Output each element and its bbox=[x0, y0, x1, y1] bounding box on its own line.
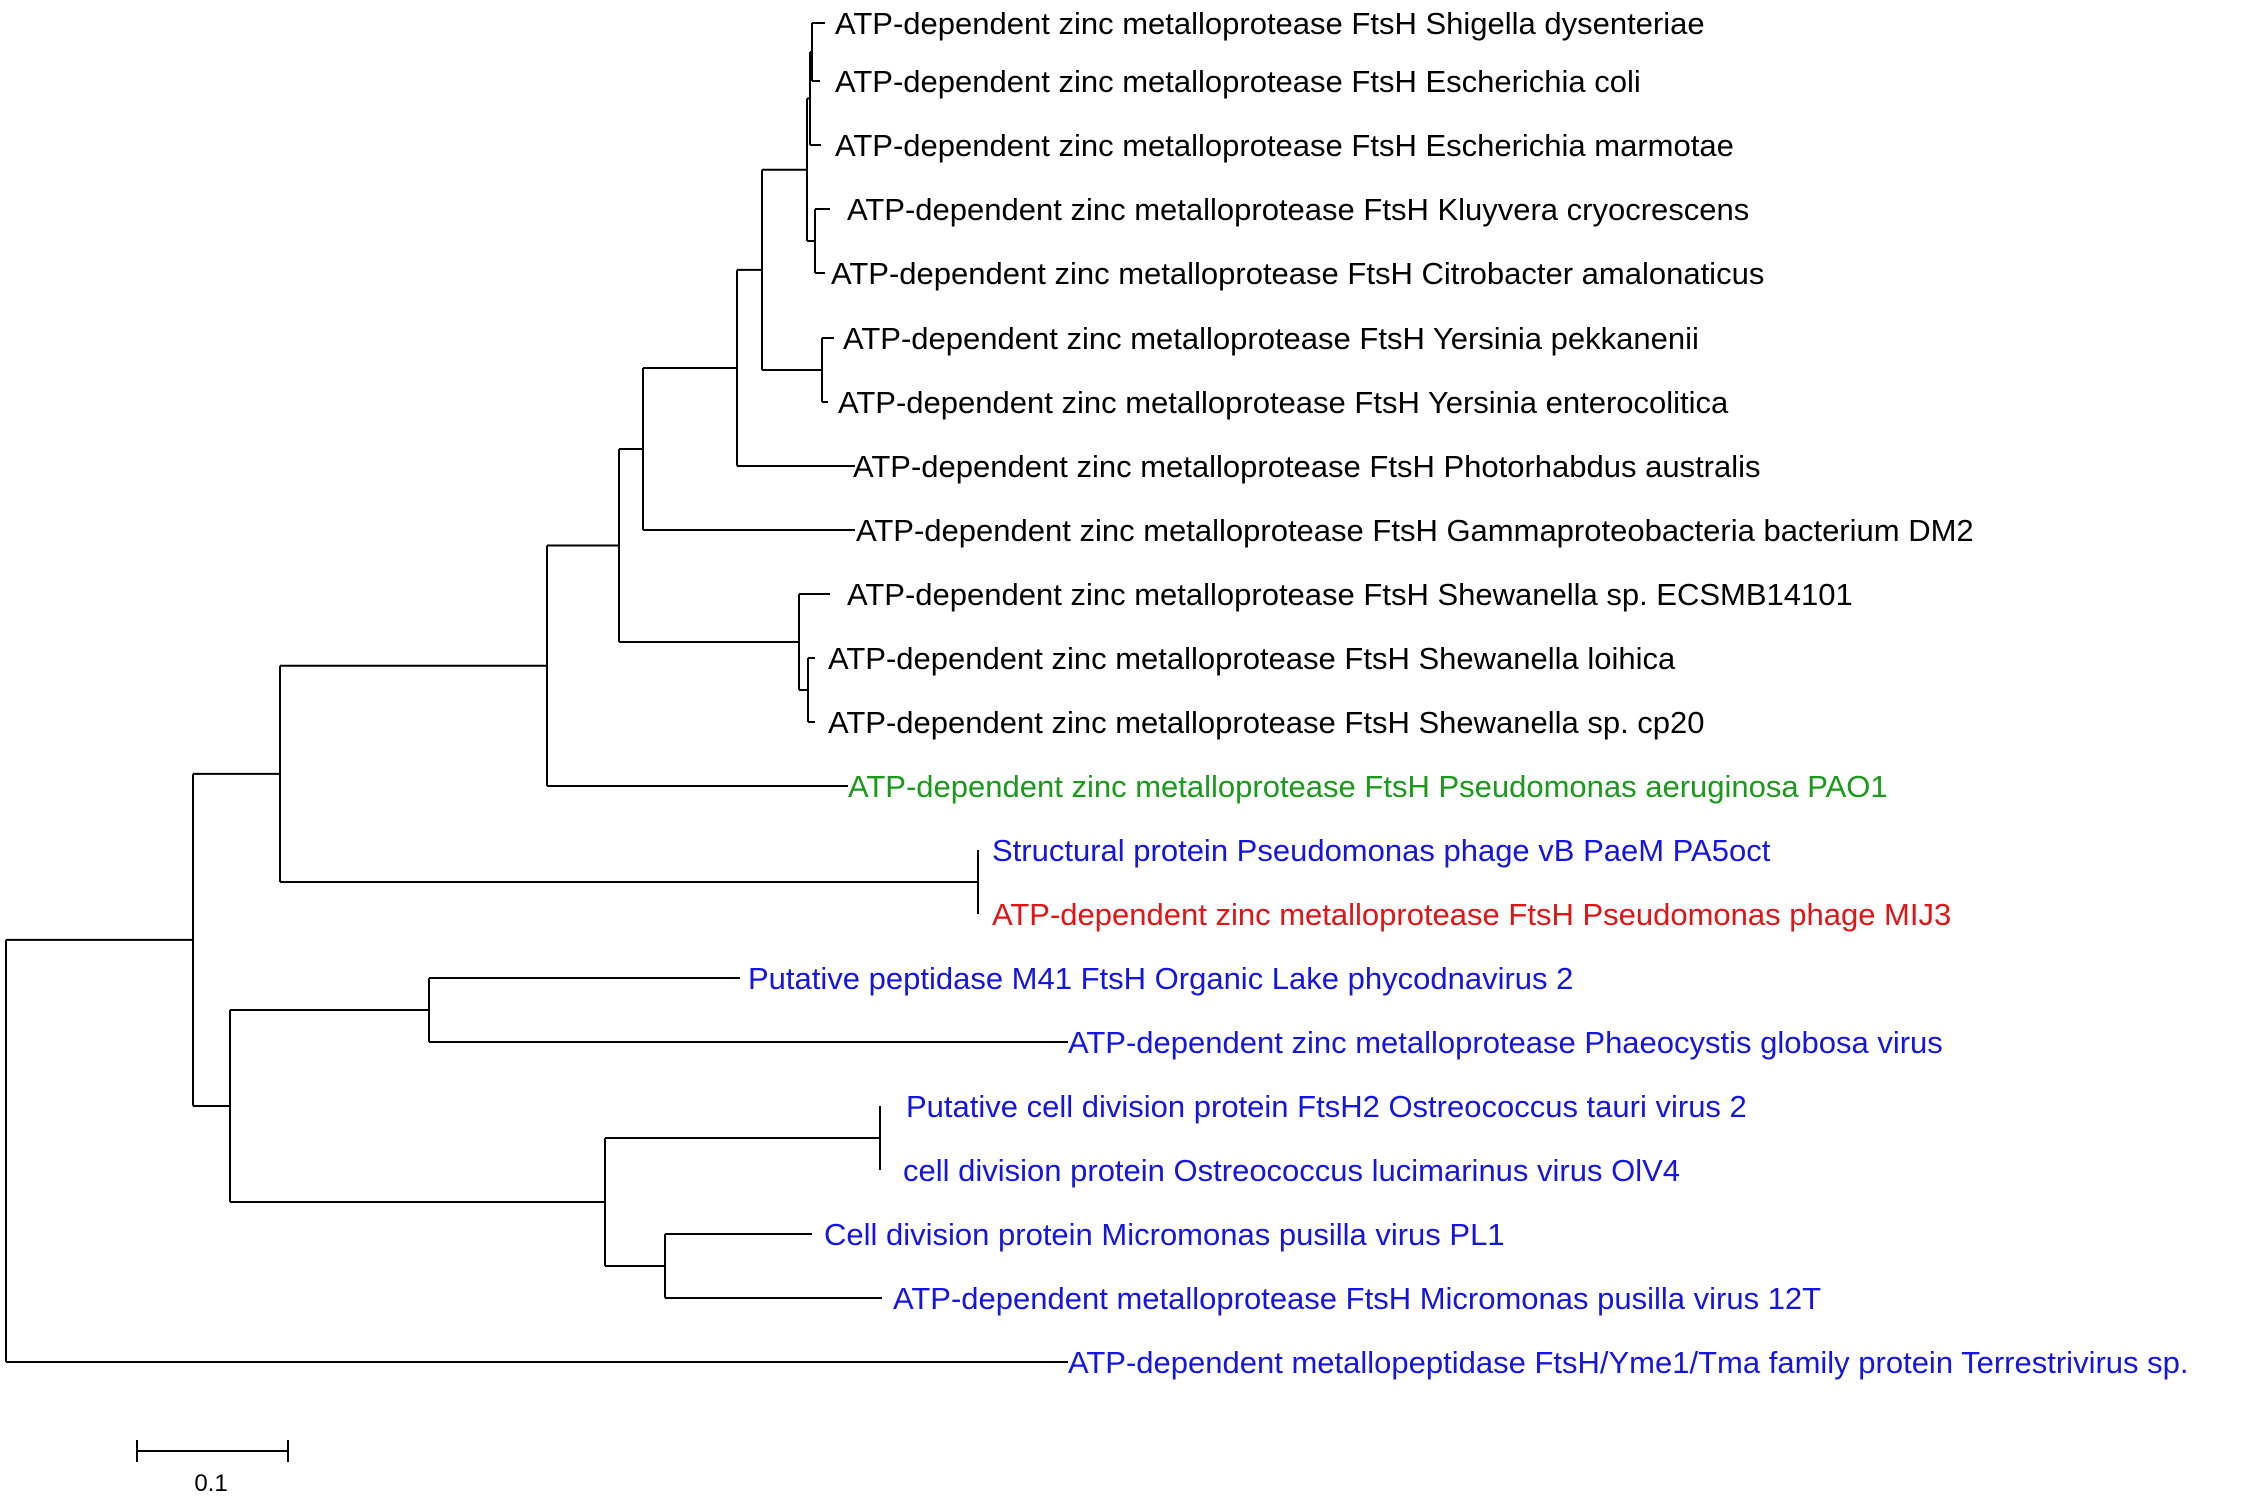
tree-branches bbox=[5, 22, 1068, 1363]
leaf-label: Structural protein Pseudomonas phage vB … bbox=[992, 833, 1771, 868]
leaf-label: cell division protein Ostreococcus lucim… bbox=[903, 1153, 1680, 1188]
leaf-label: ATP-dependent zinc metalloprotease FtsH … bbox=[847, 577, 1853, 612]
leaf-label: ATP-dependent zinc metalloprotease FtsH … bbox=[853, 449, 1761, 484]
leaf-label: ATP-dependent zinc metalloprotease FtsH … bbox=[828, 705, 1705, 740]
leaf-label: ATP-dependent metalloprotease FtsH Micro… bbox=[893, 1281, 1821, 1316]
leaf-label: ATP-dependent metallopeptidase FtsH/Yme1… bbox=[1068, 1345, 2188, 1380]
leaf-label: Cell division protein Micromonas pusilla… bbox=[824, 1217, 1505, 1252]
leaf-labels: ATP-dependent zinc metalloprotease FtsH … bbox=[748, 6, 2188, 1380]
leaf-label: ATP-dependent zinc metalloprotease FtsH … bbox=[835, 64, 1641, 99]
leaf-label: Putative peptidase M41 FtsH Organic Lake… bbox=[748, 961, 1573, 996]
leaf-label: ATP-dependent zinc metalloprotease FtsH … bbox=[847, 192, 1749, 227]
leaf-label: ATP-dependent zinc metalloprotease Phaeo… bbox=[1068, 1025, 1943, 1060]
leaf-label: ATP-dependent zinc metalloprotease FtsH … bbox=[828, 641, 1676, 676]
leaf-label: ATP-dependent zinc metalloprotease FtsH … bbox=[838, 385, 1729, 420]
scale-bar-label: 0.1 bbox=[194, 1470, 227, 1497]
leaf-label: ATP-dependent zinc metalloprotease FtsH … bbox=[992, 897, 1951, 932]
leaf-label: ATP-dependent zinc metalloprotease FtsH … bbox=[831, 256, 1764, 291]
scale-bar: 0.1 bbox=[136, 1440, 289, 1497]
leaf-label: ATP-dependent zinc metalloprotease FtsH … bbox=[848, 769, 1888, 804]
leaf-label: ATP-dependent zinc metalloprotease FtsH … bbox=[835, 128, 1734, 163]
leaf-label: ATP-dependent zinc metalloprotease FtsH … bbox=[835, 6, 1705, 41]
leaf-label: Putative cell division protein FtsH2 Ost… bbox=[906, 1089, 1747, 1124]
leaf-label: ATP-dependent zinc metalloprotease FtsH … bbox=[843, 321, 1699, 356]
leaf-label: ATP-dependent zinc metalloprotease FtsH … bbox=[856, 513, 1974, 548]
